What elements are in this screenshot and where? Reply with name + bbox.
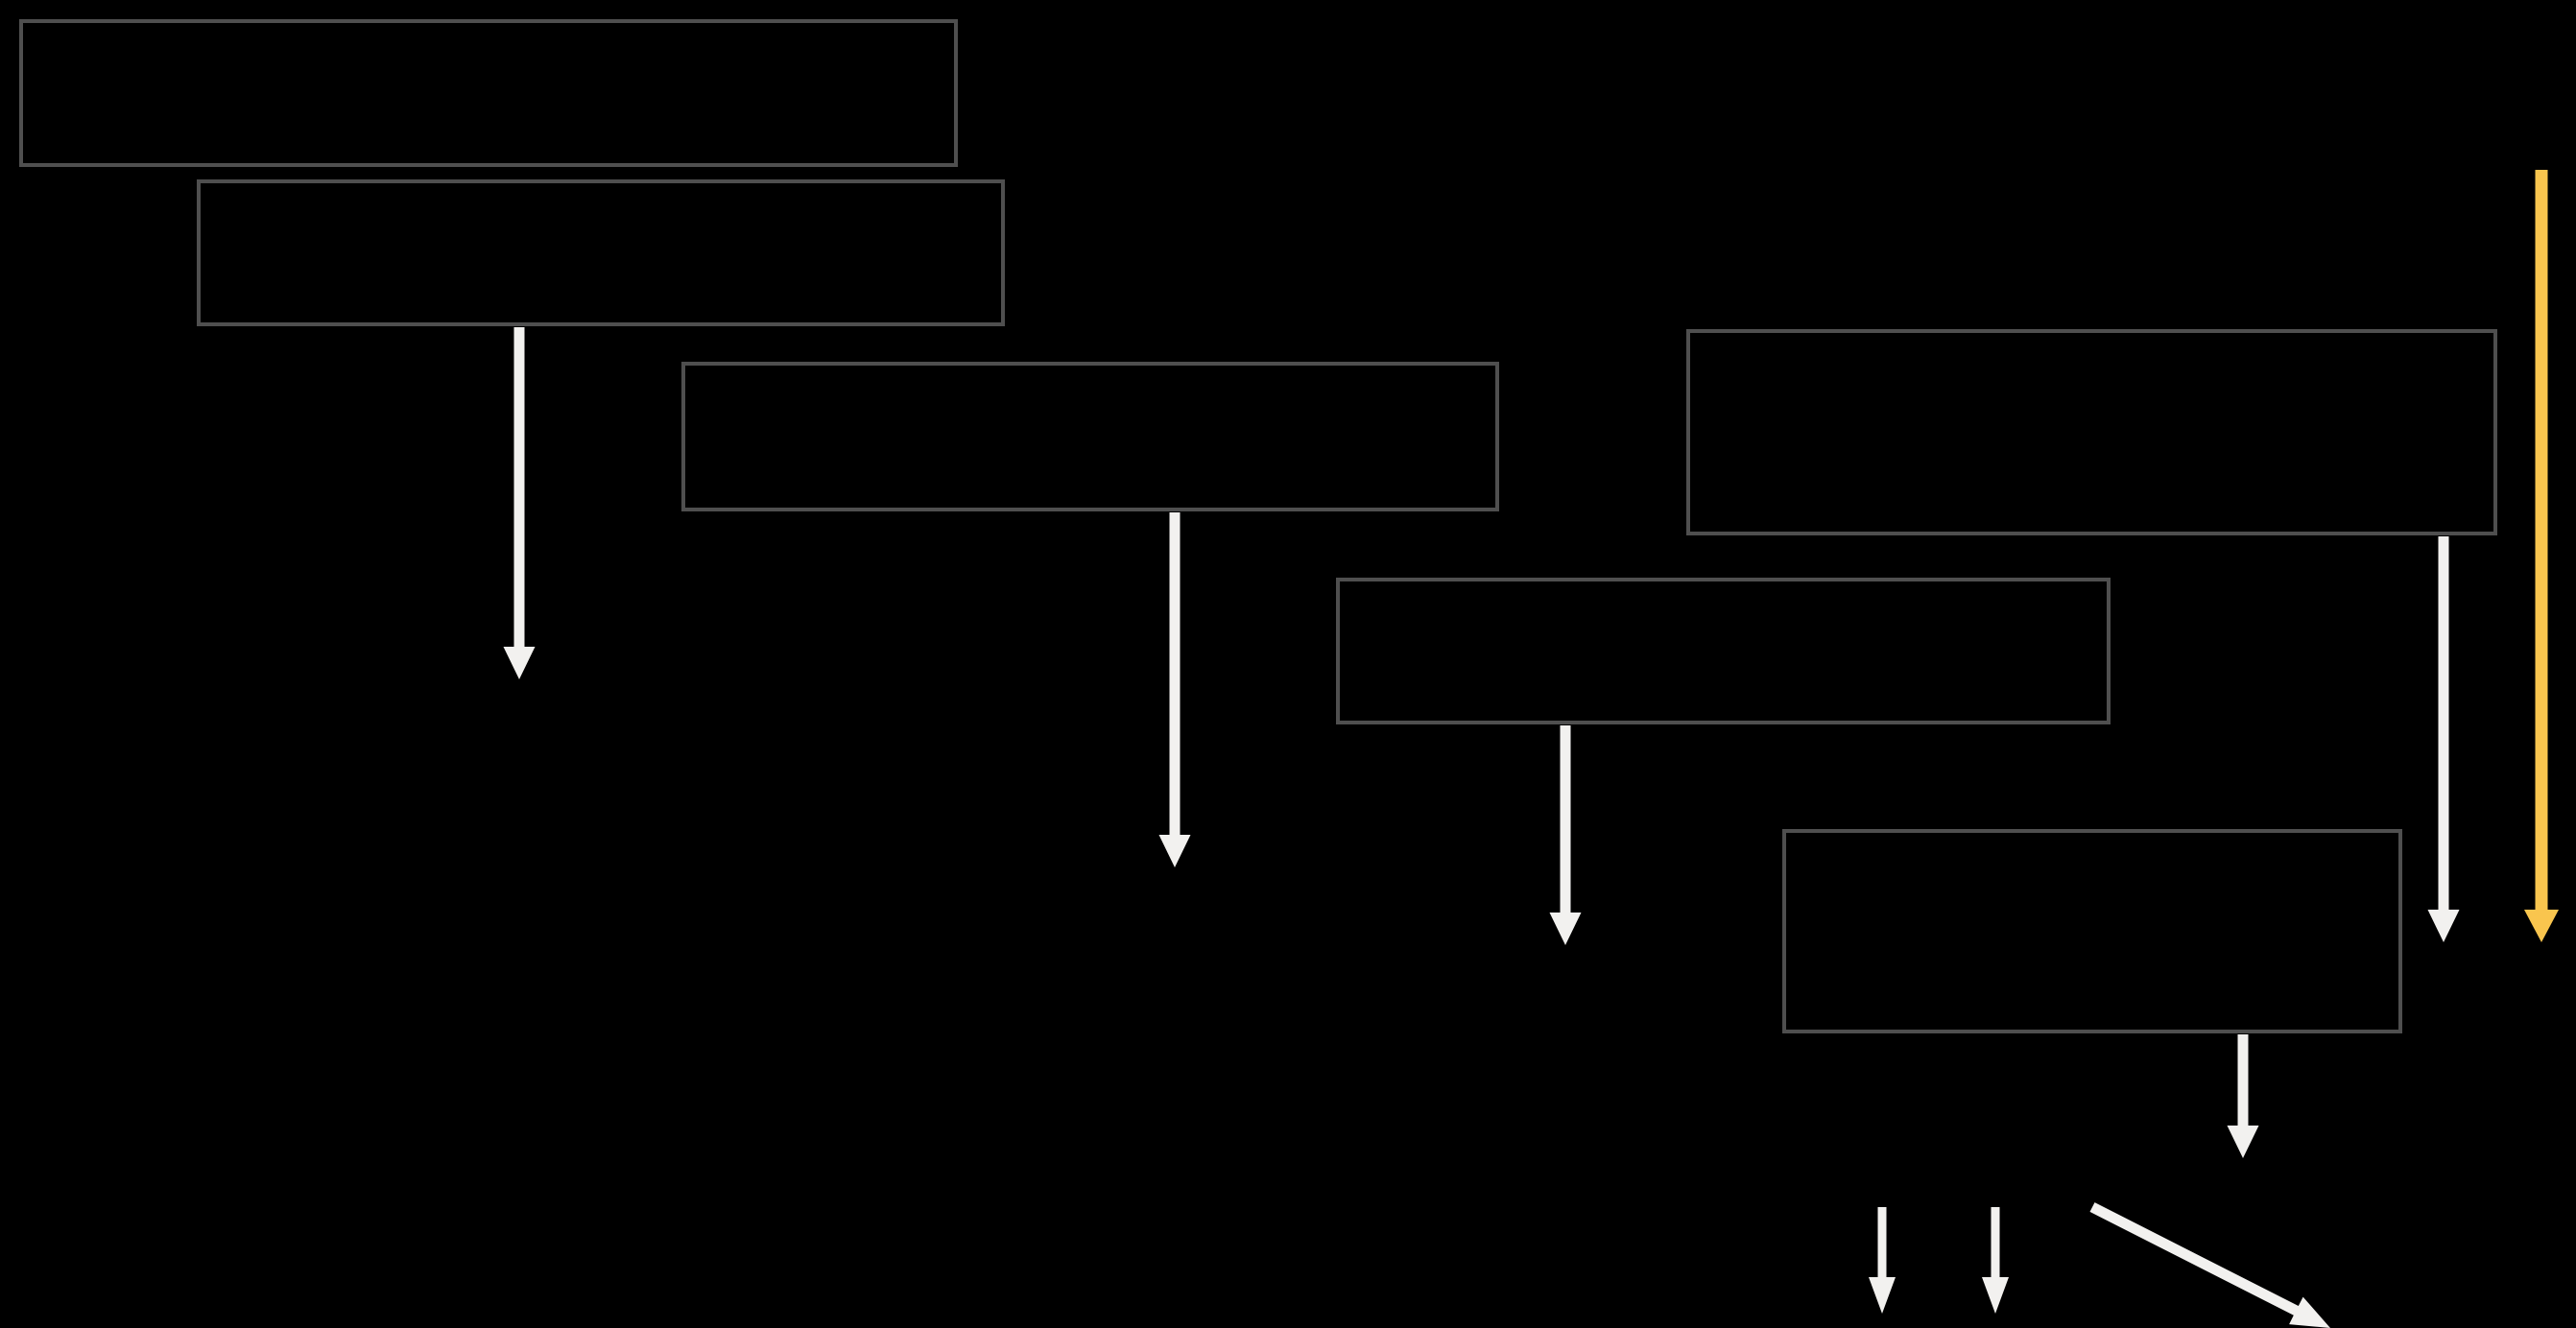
- stage-box-3: [681, 362, 1499, 511]
- stage-box-5: [1336, 578, 2111, 724]
- stage-box-2: [197, 179, 1005, 326]
- highlight-arrow: [2524, 170, 2559, 942]
- arrow-from-box2: [503, 327, 536, 679]
- stage-box-6: [1782, 829, 2402, 1033]
- stage-box-1: [19, 19, 958, 167]
- arrow-from-box4: [2427, 536, 2460, 942]
- arrow-from-box5: [1549, 725, 1582, 945]
- small-arrow-left: [1869, 1207, 1896, 1314]
- small-arrow-right: [1982, 1207, 2009, 1314]
- arrow-from-box6: [2227, 1034, 2259, 1158]
- diagonal-arrow: [2089, 1202, 2330, 1328]
- stage-box-4: [1686, 329, 2497, 535]
- arrow-from-box3: [1158, 512, 1191, 867]
